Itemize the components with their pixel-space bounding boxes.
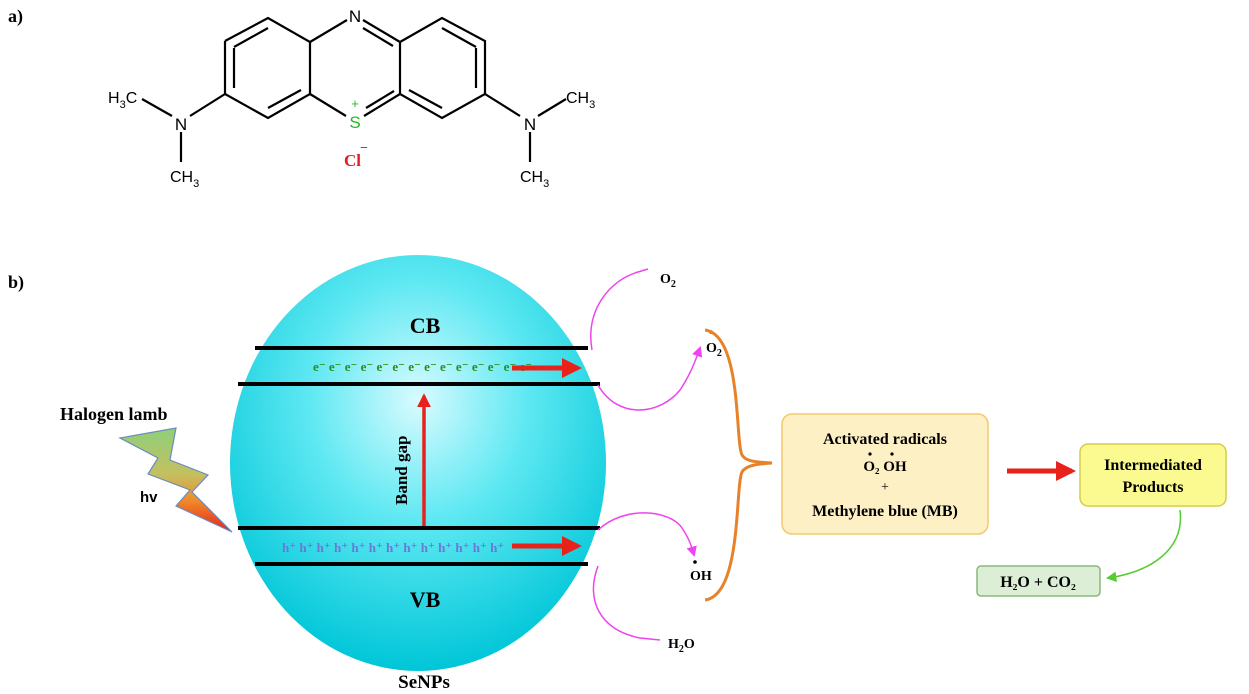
left-ring-double-1 [233, 27, 269, 48]
superoxide-species-label: O2 [706, 341, 722, 359]
band-gap-label: Band gap [392, 436, 411, 505]
center-double-s [365, 90, 395, 109]
final-products-label: H₂O + CO₂ [1000, 574, 1076, 591]
methylene-blue-label: Methylene blue (MB) [812, 503, 958, 520]
radicals-title: Activated radicals [823, 431, 947, 448]
senps-label: SeNPs [398, 672, 450, 693]
hydroxyl-species-label: OH [690, 569, 712, 584]
sulfur-charge: + [351, 96, 359, 111]
right-methyl-bottom-label: CH3 [520, 169, 549, 190]
hydroxyl-output-curve [597, 512, 697, 558]
radicals-plus: + [881, 480, 889, 495]
mineralization-arrow [1105, 509, 1182, 583]
hydroxyl-radical-dot [693, 560, 697, 564]
center-bond-right-n [362, 19, 401, 43]
right-ring-double-1 [441, 27, 477, 48]
o2-input-curve [590, 268, 649, 351]
senps-particle [230, 255, 606, 671]
lightning-bolt-icon [118, 427, 233, 533]
atom-sulfur: S [349, 113, 360, 132]
intermediates-line1: Intermediated [1104, 457, 1202, 474]
left-methyl-bond-top [141, 98, 173, 117]
collecting-brace [704, 328, 773, 602]
methylene-blue-structure [141, 16, 567, 162]
left-ring [223, 16, 312, 120]
vb-label: VB [410, 587, 441, 612]
box-hydroxyl-dot [890, 452, 894, 456]
center-bond-left-n [309, 19, 348, 43]
water-species-label: H2O [668, 637, 695, 655]
chloride-charge: − [360, 141, 368, 156]
box-superoxide-dot [868, 452, 872, 456]
right-amine-bond [484, 93, 521, 117]
right-ring [398, 16, 487, 120]
intermediates-box [1079, 443, 1227, 507]
left-methyl-top-label: H3C [108, 90, 137, 111]
right-methyl-bond-top [537, 98, 567, 117]
left-methyl-bottom-label: CH3 [170, 169, 199, 190]
panel-b-label: b) [8, 272, 24, 293]
center-double-n [362, 27, 394, 47]
right-ring-double-3 [408, 89, 443, 109]
activated-radicals-box [781, 413, 989, 535]
chloride-ion: Cl [344, 151, 361, 170]
center-bond-right-s [363, 93, 401, 117]
lamp-label: Halogen lamb [60, 404, 168, 424]
water-input-curve [592, 565, 661, 641]
atom-top-n: N [349, 7, 361, 26]
hv-label: hv [140, 489, 158, 506]
final-products-box [976, 565, 1101, 597]
o2-species-label: O2 [660, 272, 676, 290]
holes-row: h⁺ h⁺ h⁺ h⁺ h⁺ h⁺ h⁺ h⁺ h⁺ h⁺ h⁺ h⁺ h⁺ [282, 540, 504, 555]
atom-left-n: N [175, 115, 187, 134]
cb-label: CB [410, 313, 441, 338]
right-methyl-top-label: CH3 [566, 90, 595, 111]
left-amine-bond [189, 93, 226, 117]
electrons-row: e⁻ e⁻ e⁻ e⁻ e⁻ e⁻ e⁻ e⁻ e⁻ e⁻ e⁻ e⁻ e⁻ e… [313, 359, 532, 374]
atom-right-n: N [524, 115, 536, 134]
superoxide-output-curve [597, 346, 703, 411]
center-bond-left-s [309, 93, 347, 117]
intermediates-line2: Products [1122, 479, 1183, 496]
radicals-species: O₂ OH [863, 459, 907, 475]
left-ring-double-3 [267, 89, 302, 109]
panel-a-label: a) [8, 6, 23, 27]
